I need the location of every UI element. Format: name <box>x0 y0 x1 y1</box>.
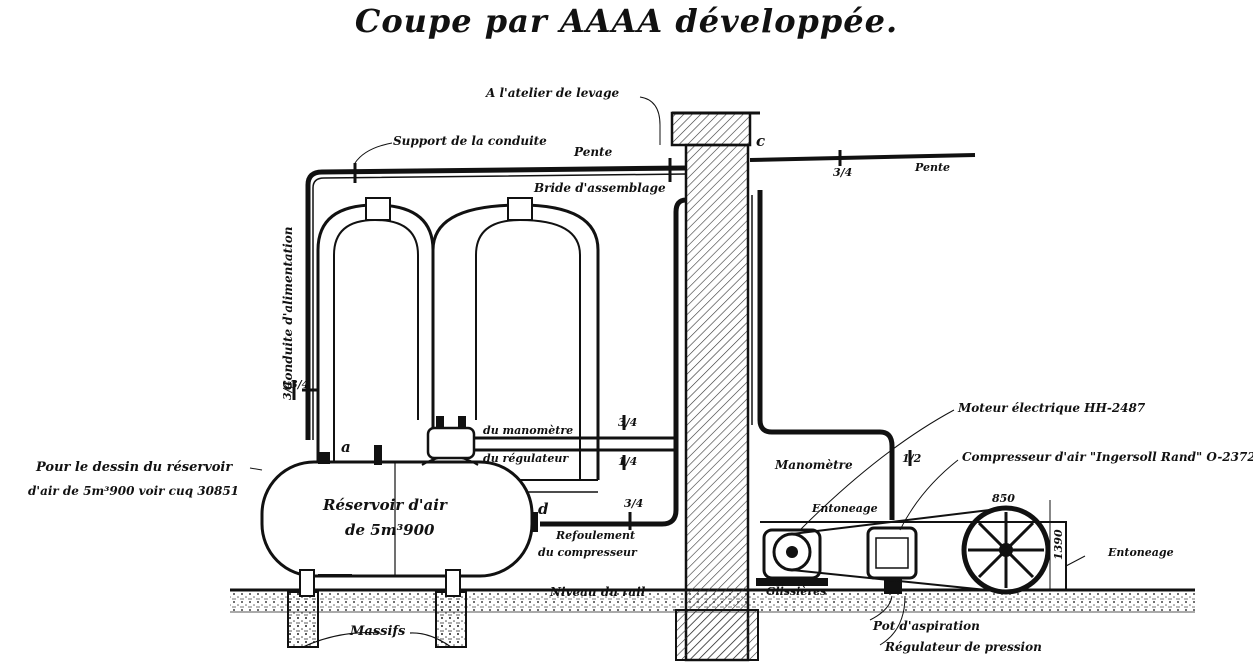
label-pente-2: Pente <box>915 161 951 174</box>
point-d: d <box>538 500 549 518</box>
massifs <box>287 591 467 648</box>
label-regulateur-top: du régulateur <box>483 452 569 465</box>
label-pente-1: Pente <box>574 145 613 159</box>
leader-lines <box>249 96 1086 646</box>
arches <box>316 197 600 493</box>
label-support: Support de la conduite <box>393 134 547 148</box>
label-manometre-top: du manomètre <box>483 424 574 437</box>
label-dessin-1: Pour le dessin du réservoir <box>36 460 233 475</box>
label-dessin-2: d'air de 5m³900 voir cuq 30851 <box>28 484 240 498</box>
electric-motor <box>756 528 828 586</box>
label-reservoir-title: Réservoir d'air <box>323 496 447 514</box>
label-manometre-right: Manomètre <box>775 458 853 472</box>
label-bride: Bride d'assemblage <box>534 181 666 195</box>
label-atelier: A l'atelier de levage <box>486 86 620 100</box>
label-niveau: Niveau du rail <box>550 585 646 599</box>
supply-pipe <box>292 150 976 440</box>
label-pot: Pot d'aspiration <box>873 619 980 633</box>
pipe-size-6: 1/2 <box>902 452 922 465</box>
column <box>670 111 760 662</box>
point-a: a <box>341 438 351 456</box>
compressor-pipe <box>475 190 912 530</box>
dimension-height: 1390 <box>1052 529 1065 560</box>
label-massifs: Massifs <box>350 624 406 639</box>
pipe-size-4: 1/4 <box>618 455 638 468</box>
label-reservoir-sub: de 5m³900 <box>345 521 435 539</box>
dimension-top: 850 <box>992 492 1015 505</box>
pipe-size-3: 3/4 <box>618 416 638 429</box>
flywheel <box>961 505 1051 595</box>
label-refoulement-2: du compresseur <box>538 546 637 559</box>
pipe-size-1: 3/4 <box>833 166 853 179</box>
air-reservoir <box>260 416 538 597</box>
belts <box>760 500 1067 593</box>
label-moteur: Moteur électrique HH-2487 <box>958 401 1146 415</box>
label-entoneage-1: Entoneage <box>812 502 878 515</box>
label-regulateur-bottom: Régulateur de pression <box>885 640 1042 654</box>
pipe-size-5: 3/4 <box>624 497 644 510</box>
label-entoneage-2: Entoneage <box>1108 546 1174 559</box>
diagram-title: Coupe par AAAA développée. <box>354 2 899 40</box>
label-glissieres: Glissières <box>766 585 827 598</box>
label-refoulement-1: Refoulement <box>556 529 636 542</box>
pipe-size-7: 3/4 <box>290 378 310 391</box>
point-c: c <box>756 132 766 150</box>
compressor <box>866 526 918 594</box>
label-conduite: Conduite d'alimentation <box>281 226 295 390</box>
label-compresseur: Compresseur d'air "Ingersoll Rand" O-237… <box>962 450 1253 464</box>
